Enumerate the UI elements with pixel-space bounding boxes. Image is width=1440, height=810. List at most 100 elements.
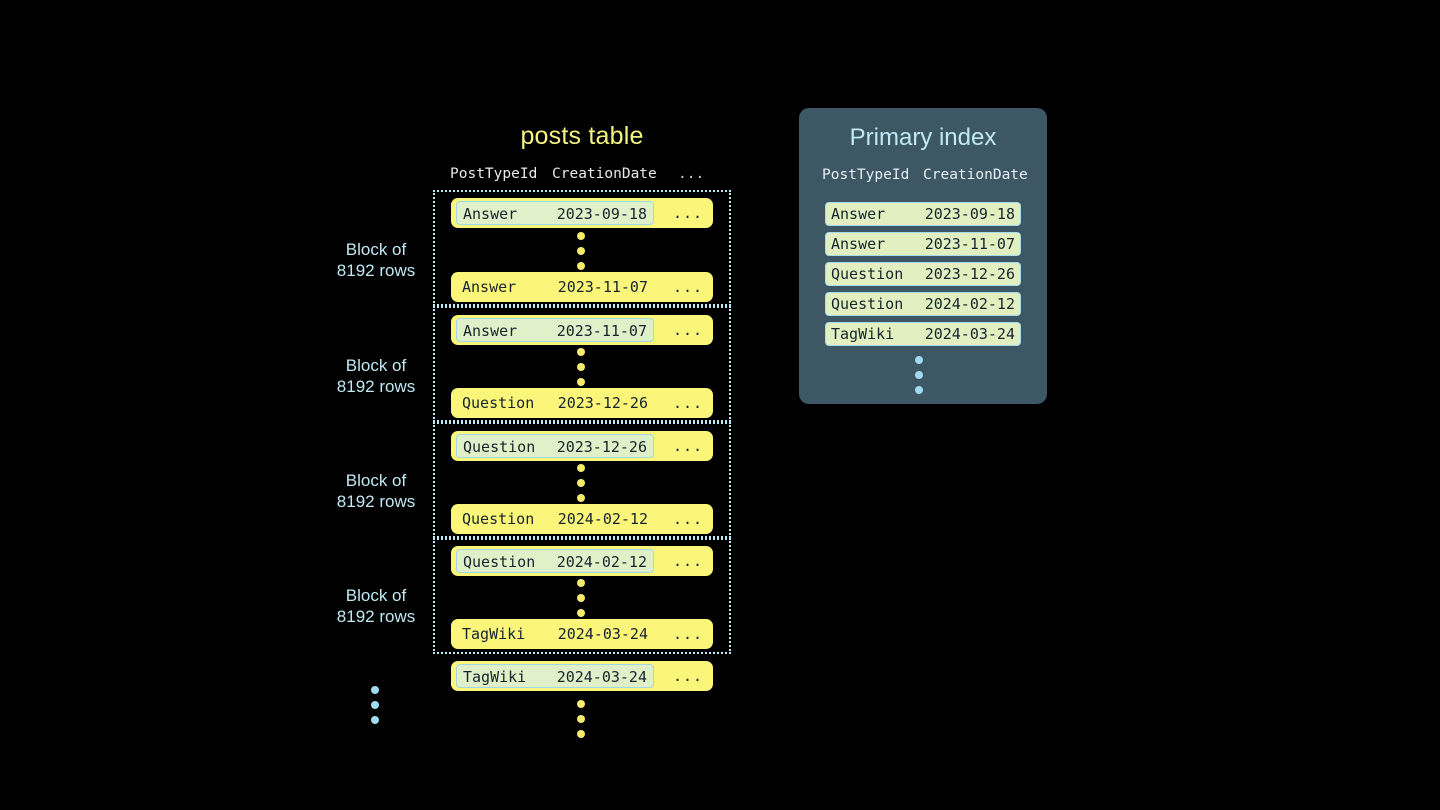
cell-posttypeid: Answer [831, 205, 886, 223]
table-row: Question 2023-12-26 ... [451, 431, 713, 461]
cell-creationdate: 2024-03-24 [557, 625, 648, 643]
table-row: Answer 2023-09-18 ... [451, 198, 713, 228]
block-label-line1: Block of [345, 240, 407, 259]
block-label: Block of 8192 rows [296, 355, 456, 397]
cell-creationdate: 2024-03-24 [556, 668, 647, 686]
dot [577, 715, 585, 723]
cell-posttypeid: Answer [463, 322, 518, 340]
row-mark-highlight: Question 2024-02-12 [456, 549, 654, 573]
cell-creationdate: 2023-11-07 [557, 278, 648, 296]
row-continuation-dots [577, 579, 587, 624]
block-outline [433, 538, 731, 654]
column-header-posttypeid: PostTypeId [450, 166, 538, 182]
block-label-line2: 8192 rows [336, 492, 416, 511]
cell-creationdate: 2023-09-18 [924, 205, 1015, 223]
dot [915, 356, 923, 364]
dot [577, 247, 585, 255]
table-row: Answer 2023-11-07 ... [451, 315, 713, 345]
cell-creationdate: 2023-09-18 [556, 205, 647, 223]
index-row: Answer 2023-11-07 [825, 232, 1021, 256]
column-header-creationdate: CreationDate [923, 167, 1028, 183]
cell-ellipsis: ... [673, 625, 704, 643]
row-mark-highlight: Answer 2023-09-18 [456, 201, 654, 225]
cell-ellipsis: ... [673, 321, 704, 339]
cell-creationdate: 2024-02-12 [924, 295, 1015, 313]
primary-index-column-headers: PostTypeId CreationDate [799, 167, 1047, 187]
row-continuation-dots [577, 464, 587, 509]
row-cells: TagWiki 2024-03-24 [456, 622, 654, 646]
table-row: Question 2023-12-26 ... [451, 388, 713, 418]
block-outline [433, 422, 731, 538]
column-header-creationdate: CreationDate [552, 166, 657, 182]
dot [577, 348, 585, 356]
cell-posttypeid: Question [831, 265, 904, 283]
dot [371, 686, 379, 694]
cell-creationdate: 2023-12-26 [556, 438, 647, 456]
row-cells: Answer 2023-11-07 [456, 275, 654, 299]
dot [577, 232, 585, 240]
posts-table-title: posts table [520, 122, 644, 150]
table-row: Question 2024-02-12 ... [451, 504, 713, 534]
index-row: Question 2024-02-12 [825, 292, 1021, 316]
cell-posttypeid: Question [463, 438, 536, 456]
block-label-line1: Block of [345, 356, 407, 375]
block-outline [433, 190, 731, 306]
row-cells: Question 2023-12-26 [456, 391, 654, 415]
block-label-line2: 8192 rows [336, 261, 416, 280]
cell-creationdate: 2023-12-26 [557, 394, 648, 412]
cell-ellipsis: ... [673, 510, 704, 528]
cell-ellipsis: ... [673, 552, 704, 570]
row-continuation-dots [577, 348, 587, 393]
dot [915, 371, 923, 379]
cell-creationdate: 2023-11-07 [924, 235, 1015, 253]
dot [577, 378, 585, 386]
block-label: Block of 8192 rows [296, 470, 456, 512]
cell-ellipsis: ... [673, 204, 704, 222]
dot [371, 716, 379, 724]
cell-posttypeid: Question [463, 553, 536, 571]
cell-creationdate: 2023-12-26 [924, 265, 1015, 283]
table-row: TagWiki 2024-03-24 ... [451, 619, 713, 649]
cell-posttypeid: Answer [463, 205, 518, 223]
dot [915, 386, 923, 394]
column-header-posttypeid: PostTypeId [822, 167, 910, 183]
cell-posttypeid: TagWiki [462, 625, 526, 643]
block-label-line1: Block of [345, 586, 407, 605]
dot [371, 701, 379, 709]
cell-creationdate: 2024-02-12 [556, 553, 647, 571]
index-row: TagWiki 2024-03-24 [825, 322, 1021, 346]
primary-index-panel: Primary index PostTypeId CreationDate An… [799, 108, 1047, 404]
index-row: Question 2023-12-26 [825, 262, 1021, 286]
row-mark-highlight: Answer 2023-11-07 [456, 318, 654, 342]
dot [577, 464, 585, 472]
block-label-line1: Block of [345, 471, 407, 490]
dot [577, 594, 585, 602]
cell-posttypeid: Question [462, 394, 535, 412]
cell-ellipsis: ... [673, 278, 704, 296]
cell-ellipsis: ... [673, 437, 704, 455]
index-continuation-dots [915, 356, 925, 401]
table-row: Question 2024-02-12 ... [451, 546, 713, 576]
cell-creationdate: 2024-02-12 [557, 510, 648, 528]
block-outline [433, 306, 731, 422]
dot [577, 494, 585, 502]
dot [577, 609, 585, 617]
block-label-line2: 8192 rows [336, 607, 416, 626]
cell-posttypeid: Question [831, 295, 904, 313]
posts-table-column-headers: PostTypeId CreationDate ... [432, 166, 732, 186]
row-continuation-dots [577, 232, 587, 277]
dot [577, 579, 585, 587]
table-continuation-dots [577, 700, 587, 745]
cell-creationdate: 2023-11-07 [556, 322, 647, 340]
index-row: Answer 2023-09-18 [825, 202, 1021, 226]
cell-creationdate: 2024-03-24 [924, 325, 1015, 343]
dot [577, 730, 585, 738]
cell-posttypeid: Answer [831, 235, 886, 253]
column-header-ellipsis: ... [678, 166, 705, 182]
row-mark-highlight: Question 2023-12-26 [456, 434, 654, 458]
dot [577, 262, 585, 270]
dot [577, 363, 585, 371]
block-label: Block of 8192 rows [296, 585, 456, 627]
row-cells: Question 2024-02-12 [456, 507, 654, 531]
